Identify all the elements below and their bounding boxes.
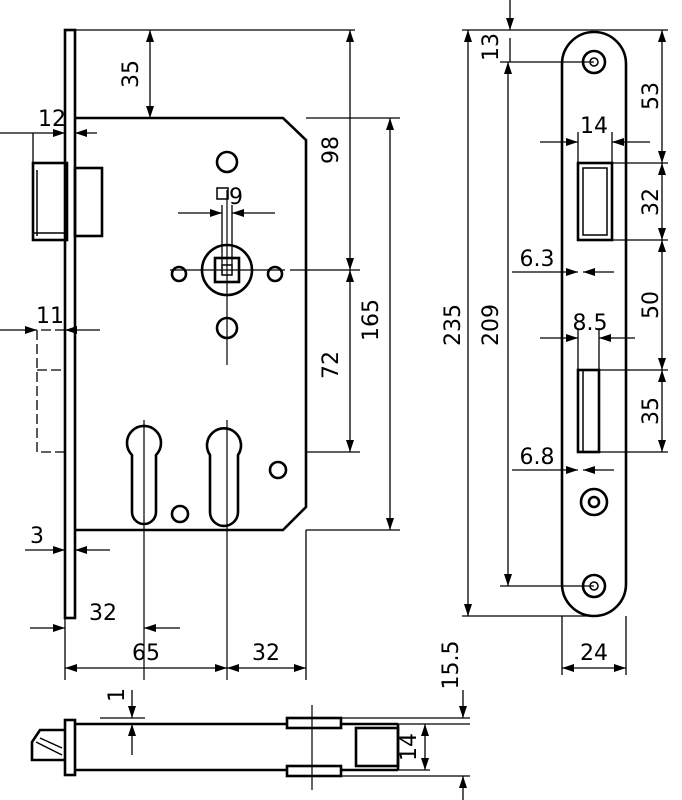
latch-bolt	[31, 161, 104, 242]
dim-front-35: 35	[119, 60, 144, 88]
dim-14-faceplate: 14	[580, 114, 608, 139]
dim-14-section: 14	[397, 733, 422, 761]
dim-235: 235	[441, 304, 466, 346]
dim-24: 24	[580, 641, 608, 666]
dim-32-right: 32	[252, 641, 280, 666]
forend-plate	[63, 28, 77, 620]
dim-12: 12	[38, 107, 66, 132]
dim-53: 53	[639, 82, 664, 110]
dim-15-5: 15.5	[439, 641, 464, 690]
dim-72: 72	[319, 351, 344, 379]
dim-98: 98	[319, 136, 344, 164]
dim-32-left: 32	[89, 601, 117, 626]
dim-3: 3	[30, 524, 44, 549]
dim-9: 9	[229, 185, 243, 210]
dim-35-faceplate: 35	[639, 397, 664, 425]
cylinder-keyholes	[125, 420, 288, 680]
dead-bolt	[36, 329, 65, 453]
front-view: 35 98 72 165 12 9 11 3 32	[0, 28, 400, 680]
lock-case	[75, 116, 308, 532]
dim-6-3: 6.3	[520, 247, 555, 272]
section-view: 1 15.5 14	[30, 641, 470, 800]
dim-13: 13	[479, 33, 504, 61]
dim-8-5: 8.5	[573, 311, 608, 336]
faceplate-latch-opening	[576, 161, 614, 242]
follower-hub	[170, 150, 285, 365]
dim-1: 1	[105, 688, 130, 702]
dim-209: 209	[479, 304, 504, 346]
dim-32-faceplate: 32	[639, 188, 664, 216]
faceplate-view: 13 235 209 53 14 32 6.3 50 8.5	[441, 0, 668, 675]
dim-65: 65	[132, 641, 160, 666]
faceplate-bolt-opening	[576, 368, 601, 454]
dim-11: 11	[36, 304, 64, 329]
dim-50: 50	[639, 291, 664, 319]
dim-165: 165	[359, 299, 384, 341]
dim-6-8: 6.8	[520, 445, 555, 470]
